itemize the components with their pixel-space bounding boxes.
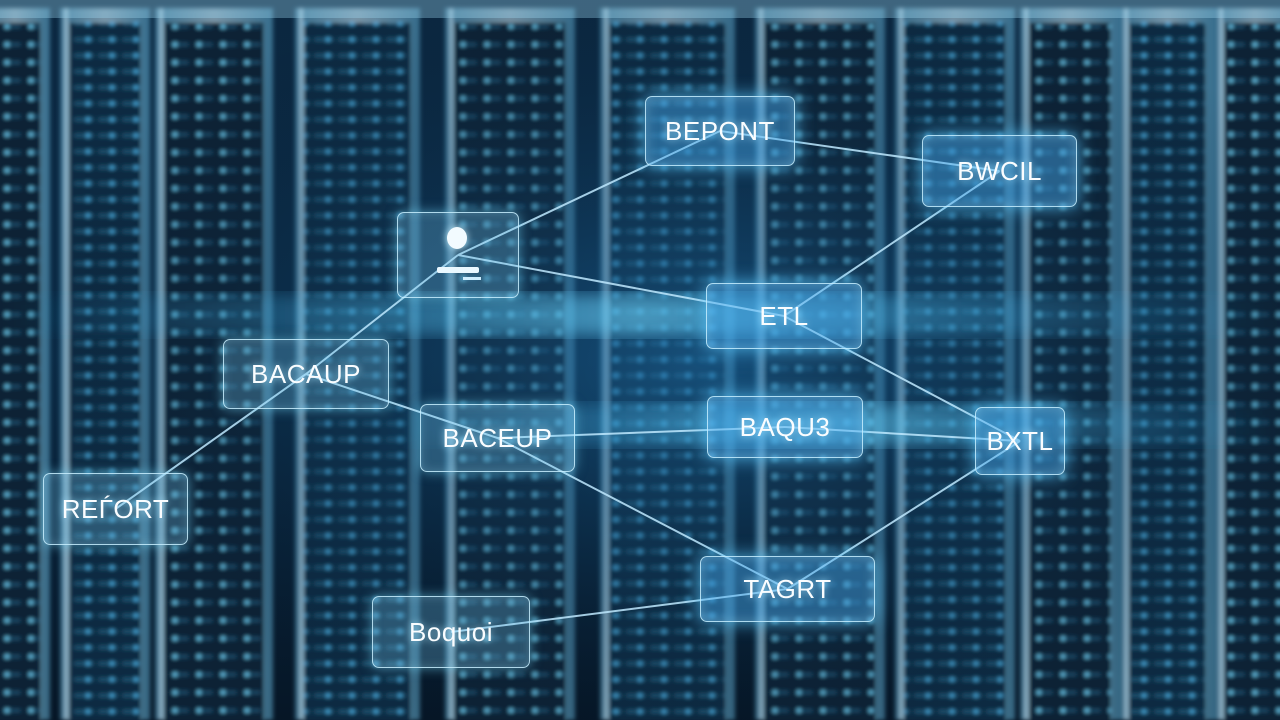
link-baceup-tagrt (497, 437, 788, 590)
boquoi-label: Boquoi (409, 616, 493, 647)
bxtl-node: BXTL (975, 407, 1065, 475)
link-baqu3-bxtl (784, 426, 1021, 442)
baceup-label: BACEUP (442, 422, 553, 453)
etl-label: ETL (759, 300, 809, 331)
bwcil-label: BWCIL (957, 155, 1042, 186)
user-node (397, 212, 519, 298)
link-user-bepont (457, 130, 721, 256)
rerort-label: REЃORT (61, 493, 170, 524)
bepont-label: BEPONT (665, 115, 775, 146)
boquoi-node: Boquoi (372, 596, 530, 668)
link-user-bacaup (305, 254, 459, 375)
link-bacaup-baceup (305, 373, 498, 439)
bacaup-label: BACAUP (251, 358, 361, 389)
bepont-node: BEPONT (645, 96, 795, 166)
link-boquoi-tagrt (450, 588, 788, 633)
bacaup-node: BACAUP (223, 339, 389, 409)
baqu3-label: BAQU3 (739, 411, 831, 442)
link-tagrt-bxtl (786, 440, 1021, 590)
tagrt-label: TAGRT (743, 573, 832, 604)
link-user-etl (457, 254, 785, 317)
link-baceup-baqu3 (497, 426, 786, 439)
tagrt-node: TAGRT (700, 556, 875, 622)
link-bepont-bwcil (719, 130, 1000, 172)
etl-node: ETL (706, 283, 862, 349)
link-bwcil-etl (783, 170, 1001, 317)
bwcil-node: BWCIL (922, 135, 1077, 207)
link-bacaup-rerort (114, 373, 307, 510)
rerort-node: REЃORT (43, 473, 188, 545)
baqu3-node: BAQU3 (707, 396, 863, 458)
bxtl-label: BXTL (986, 425, 1054, 456)
baceup-node: BACEUP (420, 404, 575, 472)
link-etl-bxtl (783, 315, 1021, 442)
user-icon (423, 225, 493, 285)
